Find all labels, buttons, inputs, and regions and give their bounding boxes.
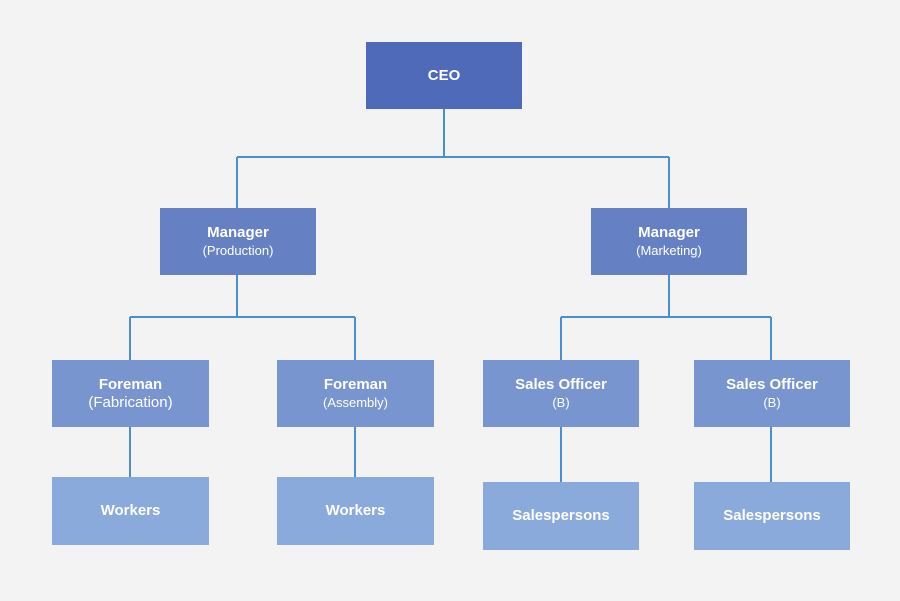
sales-officer-1-box: Sales Officer (B) bbox=[483, 360, 639, 427]
sales-officer-2-box: Sales Officer (B) bbox=[694, 360, 850, 427]
foreman-fabrication-box: Foreman (Fabrication) bbox=[52, 360, 209, 427]
sales-officer-1-title: Sales Officer bbox=[515, 376, 607, 393]
sales-officer-1-subtitle: (B) bbox=[552, 395, 570, 410]
ceo-title: CEO bbox=[427, 66, 461, 84]
foreman-assembly-subtitle: (Assembly) bbox=[322, 395, 388, 410]
salespersons-2-title: Salespersons bbox=[723, 507, 821, 524]
manager-marketing-title: Manager bbox=[638, 224, 700, 241]
manager-production-subtitle: (Production) bbox=[202, 243, 274, 258]
ceo-box: CEO bbox=[366, 42, 522, 109]
foreman-fabrication-title: Foreman bbox=[98, 376, 163, 393]
foreman-fabrication-subtitle: (Fabrication) bbox=[88, 394, 173, 411]
foreman-assembly-title: Foreman bbox=[323, 376, 388, 393]
manager-marketing-box: Manager (Marketing) bbox=[591, 208, 747, 275]
workers-2-box: Workers bbox=[277, 477, 434, 545]
salespersons-1-title: Salespersons bbox=[512, 507, 610, 524]
salespersons-2-box: Salespersons bbox=[694, 482, 850, 550]
manager-production-box: Manager (Production) bbox=[160, 208, 316, 275]
sales-officer-2-subtitle: (B) bbox=[763, 395, 781, 410]
manager-production-title: Manager bbox=[207, 224, 269, 241]
workers-1-box: Workers bbox=[52, 477, 209, 545]
workers-2-title: Workers bbox=[325, 502, 386, 519]
manager-marketing-subtitle: (Marketing) bbox=[636, 243, 702, 258]
workers-1-title: Workers bbox=[100, 502, 161, 519]
foreman-assembly-box: Foreman (Assembly) bbox=[277, 360, 434, 427]
salespersons-1-box: Salespersons bbox=[483, 482, 639, 550]
sales-officer-2-title: Sales Officer bbox=[726, 376, 818, 393]
